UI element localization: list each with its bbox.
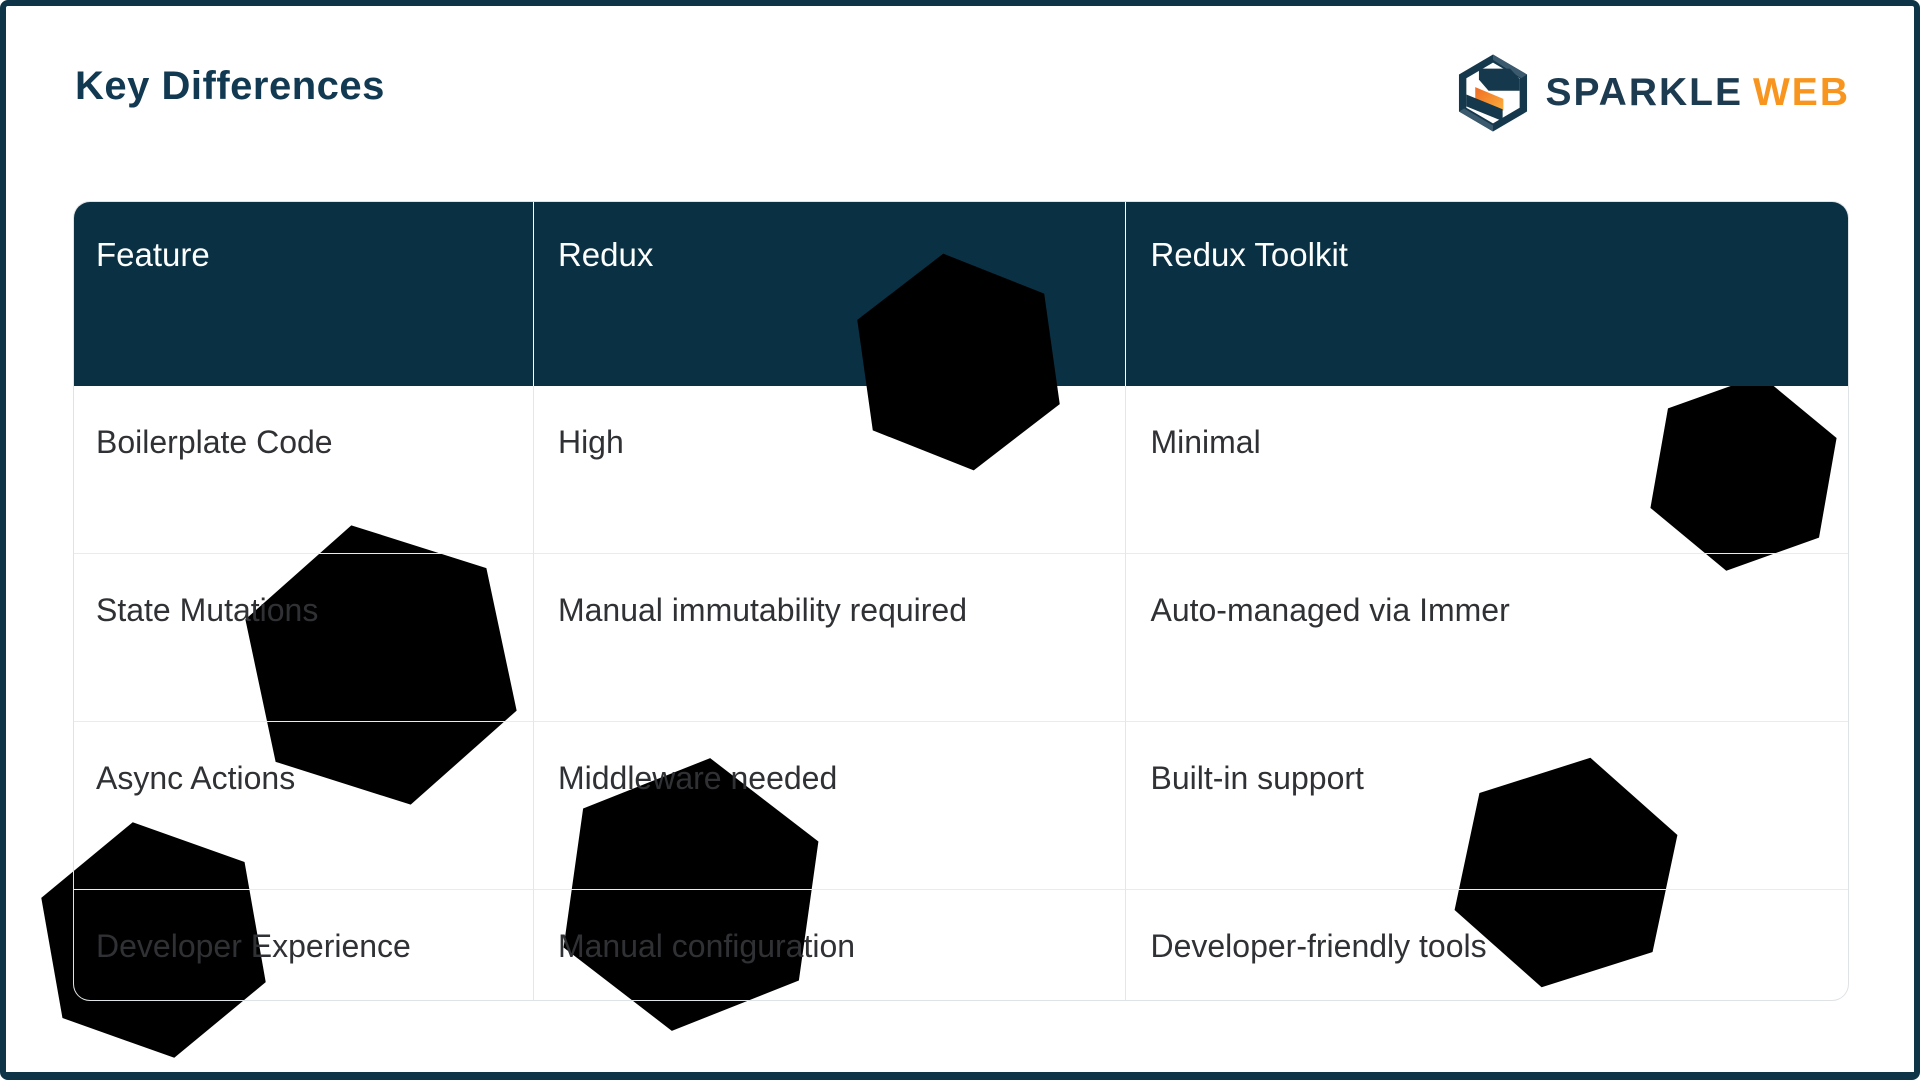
cell-redux-toolkit: Minimal [1125,386,1848,554]
table-row: Async Actions Middleware needed Built-in… [74,721,1848,890]
table-body: Boilerplate Code High Minimal State Muta… [74,386,1848,1000]
table-header-row: Feature Redux Redux Toolkit [74,202,1848,386]
sparkle-hexagon-s-logo-icon [1458,54,1527,132]
comparison-table: Feature Redux Redux Toolkit Boilerplate … [74,202,1848,1000]
table-row: Boilerplate Code High Minimal [74,386,1848,554]
column-header-redux: Redux [532,202,1126,386]
cell-feature: Developer Experience [74,889,534,1000]
cell-redux: Manual immutability required [532,553,1126,722]
cell-feature: Boilerplate Code [96,424,333,460]
cell-feature: State Mutations [74,553,534,722]
table-row: Developer Experience Manual configuratio… [74,889,1848,1000]
cell-redux-toolkit: Auto-managed via Immer [1125,553,1848,722]
cell-redux: High [532,386,1126,554]
page-title: Key Differences [75,64,385,108]
column-header-redux-toolkit: Redux Toolkit [1125,202,1848,386]
cell-redux-toolkit: Built-in support [1125,721,1848,890]
cell-feature: Async Actions [74,721,534,890]
cell-redux: Manual configuration [532,889,1126,1000]
table-row: State Mutations Manual immutability requ… [74,553,1848,722]
brand-name-secondary: WEB [1753,71,1850,114]
table-header: Feature Redux Redux Toolkit [74,202,1848,386]
brand-name-primary: SPARKLE [1545,71,1743,114]
cell-redux-toolkit: Developer-friendly tools [1125,889,1848,1000]
cell-redux: Middleware needed [532,721,1126,890]
comparison-table-card: Feature Redux Redux Toolkit Boilerplate … [74,202,1848,1000]
column-header-feature: Feature [74,202,534,386]
